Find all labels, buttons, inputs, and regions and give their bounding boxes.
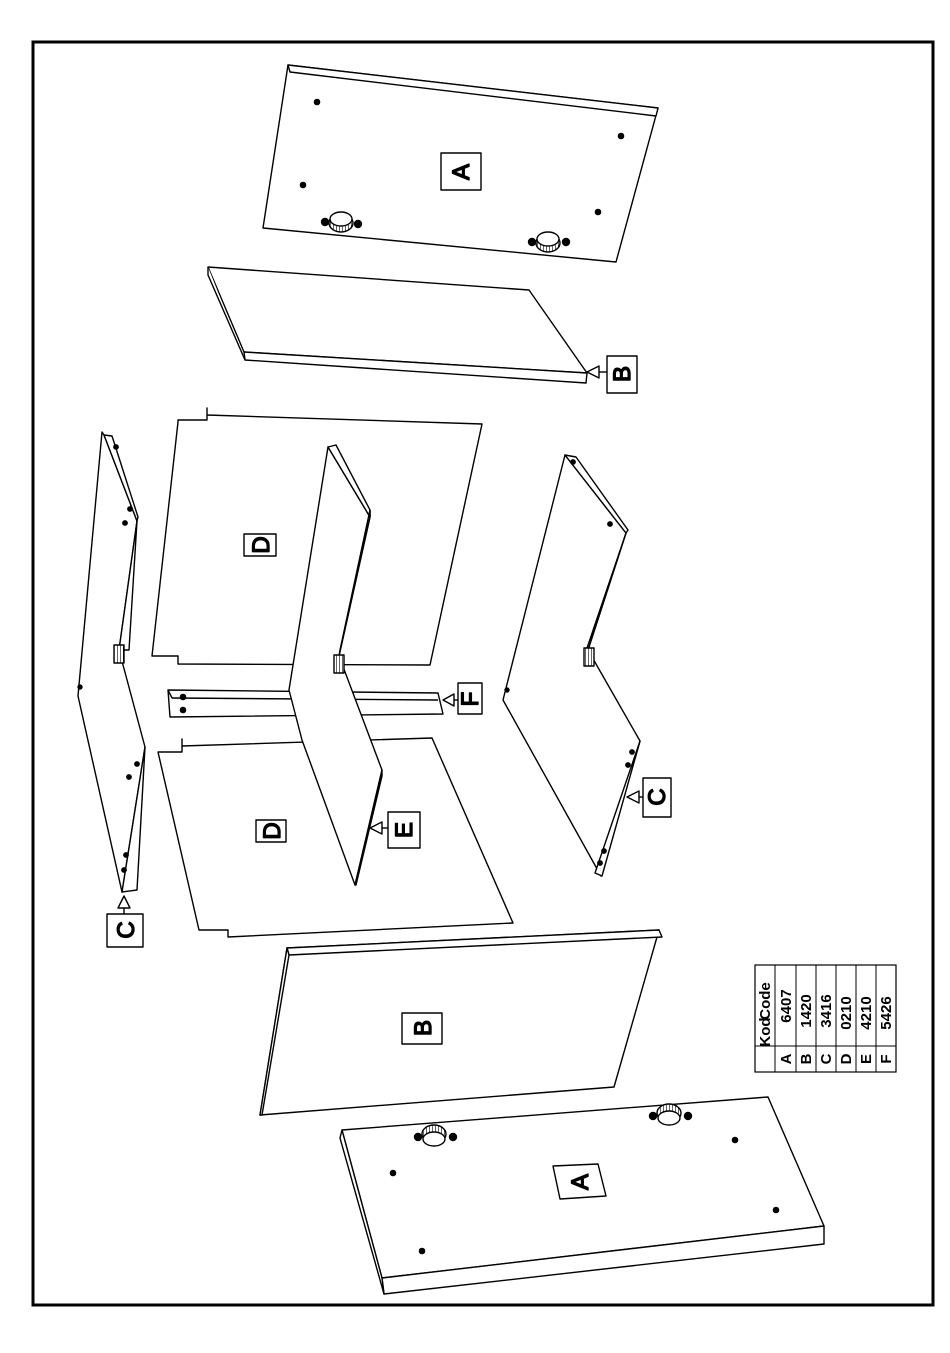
table-row-letter: A xyxy=(778,1053,795,1064)
part-label-a-top: A xyxy=(448,164,475,180)
table-row: D 0210 xyxy=(838,996,855,1064)
table-row-code: 4210 xyxy=(858,996,875,1029)
table-row-code: 5426 xyxy=(878,996,895,1029)
part-label-a-bottom: A xyxy=(567,1174,594,1190)
part-label-e: E xyxy=(391,822,418,838)
part-label-f: F xyxy=(457,692,484,707)
part-label-b-upper: B xyxy=(609,366,636,382)
table-row-letter: C xyxy=(818,1053,835,1064)
table-row-letter: B xyxy=(798,1053,815,1064)
panel-b-lower: B xyxy=(260,930,662,1115)
panel-c-left: C xyxy=(78,432,145,947)
table-row-code: 1420 xyxy=(798,994,815,1027)
table-header-kod: Kod xyxy=(757,1017,774,1046)
table-row-letter: F xyxy=(878,1054,895,1063)
table-row-letter: E xyxy=(858,1054,875,1064)
part-label-d-upper: D xyxy=(248,536,275,553)
part-label-c-left: C xyxy=(113,921,140,938)
panel-c-right: C xyxy=(503,455,671,876)
part-label-d-lower: D xyxy=(259,822,286,839)
part-label-c-right: C xyxy=(644,788,671,805)
parts-code-table: Kod Code A 6407 B 1420 C 3416 D 0210 E 4… xyxy=(755,965,896,1072)
panel-a-bottom: A xyxy=(340,1097,824,1294)
part-label-b-lower: B xyxy=(410,1020,437,1036)
table-row-code: 0210 xyxy=(838,996,855,1029)
panel-b-upper: B xyxy=(208,267,637,393)
table-row-code: 6407 xyxy=(778,989,795,1022)
table-row-code: 3416 xyxy=(818,994,835,1027)
table-row-letter: D xyxy=(838,1053,855,1064)
table-header-code: Code xyxy=(757,982,774,1020)
panel-a-top: A xyxy=(263,65,658,262)
